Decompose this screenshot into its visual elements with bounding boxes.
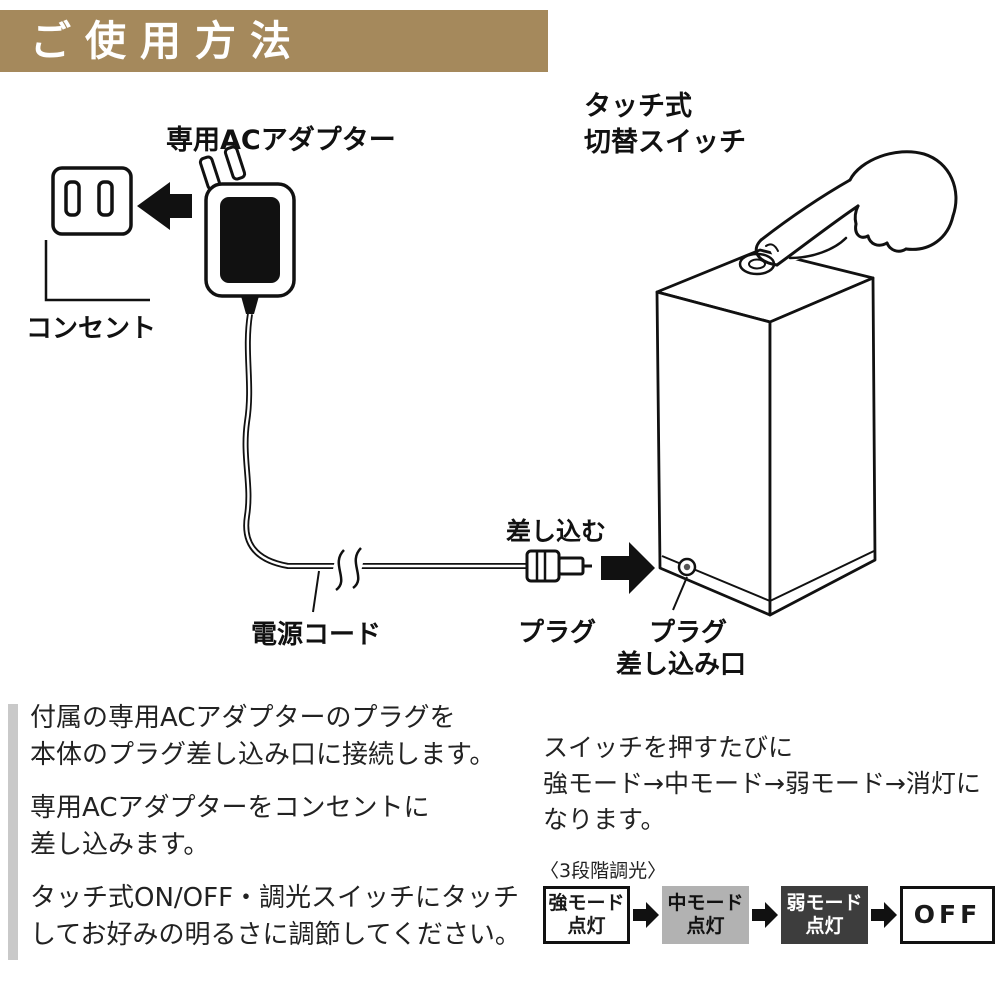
mode-label: 点灯: [567, 915, 606, 937]
arrow-right-icon: [871, 902, 897, 928]
mode-description-line: 強モード→中モード→弱モード→消灯に: [543, 769, 981, 798]
outlet-label: コンセント: [26, 314, 157, 344]
mode-label: 強モード: [548, 892, 625, 915]
dimming-title: 〈3段階調光〉: [540, 860, 667, 882]
instruction-line: 専用ACアダプターをコンセントに: [30, 793, 430, 823]
mode-label: 点灯: [805, 915, 844, 937]
hand-illustration: [754, 148, 958, 267]
instruction-paragraph: 専用ACアダプターをコンセントに 差し込みます。: [30, 790, 545, 864]
arrow-right-icon: [601, 542, 655, 594]
instruction-line: 付属の専用ACアダプターのプラグを: [30, 703, 456, 733]
mode-label: 中モード: [667, 892, 744, 915]
instruction-paragraph: タッチ式ON/OFF・調光スイッチにタッチ してお好みの明るさに調節してください…: [30, 880, 545, 954]
touch-switch-label-line1: タッチ式: [584, 91, 692, 122]
instruction-line: タッチ式ON/OFF・調光スイッチにタッチ: [30, 883, 520, 913]
mode-box-weak: 弱モード 点灯: [781, 886, 868, 944]
dimming-mode-sequence: 強モード 点灯 中モード 点灯 弱モード 点灯 OFF: [543, 886, 995, 944]
mode-label: 弱モード: [786, 892, 863, 915]
outlet-illustration: [44, 166, 150, 302]
plug-label: プラグ: [518, 618, 597, 648]
arrow-right-icon: [752, 902, 778, 928]
instruction-line: 本体のプラグ差し込み口に接続します。: [30, 740, 496, 770]
mode-box-medium: 中モード 点灯: [662, 886, 749, 944]
plug-illustration: [525, 549, 592, 583]
ac-adapter-illustration: [198, 145, 296, 314]
mode-description-line: なります。: [543, 805, 666, 834]
section-title: ご使用方法: [0, 10, 548, 72]
insert-label: 差し込む: [506, 517, 607, 546]
mode-box-strong: 強モード 点灯: [543, 886, 630, 944]
plug-port-icon: [672, 557, 697, 611]
mode-label: 点灯: [686, 915, 725, 937]
arrow-left-icon: [137, 182, 192, 230]
mode-box-off: OFF: [900, 886, 995, 944]
left-accent-bar: [8, 704, 18, 960]
arrow-right-icon: [633, 902, 659, 928]
instructions-block: 付属の専用ACアダプターのプラグを 本体のプラグ差し込み口に接続します。 専用A…: [30, 700, 545, 970]
mode-description-line: スイッチを押すたびに: [543, 733, 794, 762]
adapter-label: 専用ACアダプター: [166, 125, 396, 156]
instruction-line: してお好みの明るさに調節してください。: [30, 920, 521, 950]
device-illustration: [655, 248, 877, 617]
touch-switch-label-line2: 切替スイッチ: [584, 127, 746, 158]
plug-port-label-line2: 差し込み口: [616, 650, 747, 680]
instruction-paragraph: 付属の専用ACアダプターのプラグを 本体のプラグ差し込み口に接続します。: [30, 700, 545, 774]
power-cord-illustration: [242, 313, 527, 613]
power-cord-label: 電源コード: [251, 620, 382, 650]
mode-description: スイッチを押すたびに 強モード→中モード→弱モード→消灯に なります。: [543, 730, 981, 838]
plug-port-label-line1: プラグ: [649, 618, 728, 648]
instruction-line: 差し込みます。: [30, 830, 210, 860]
mode-label: OFF: [913, 900, 982, 929]
